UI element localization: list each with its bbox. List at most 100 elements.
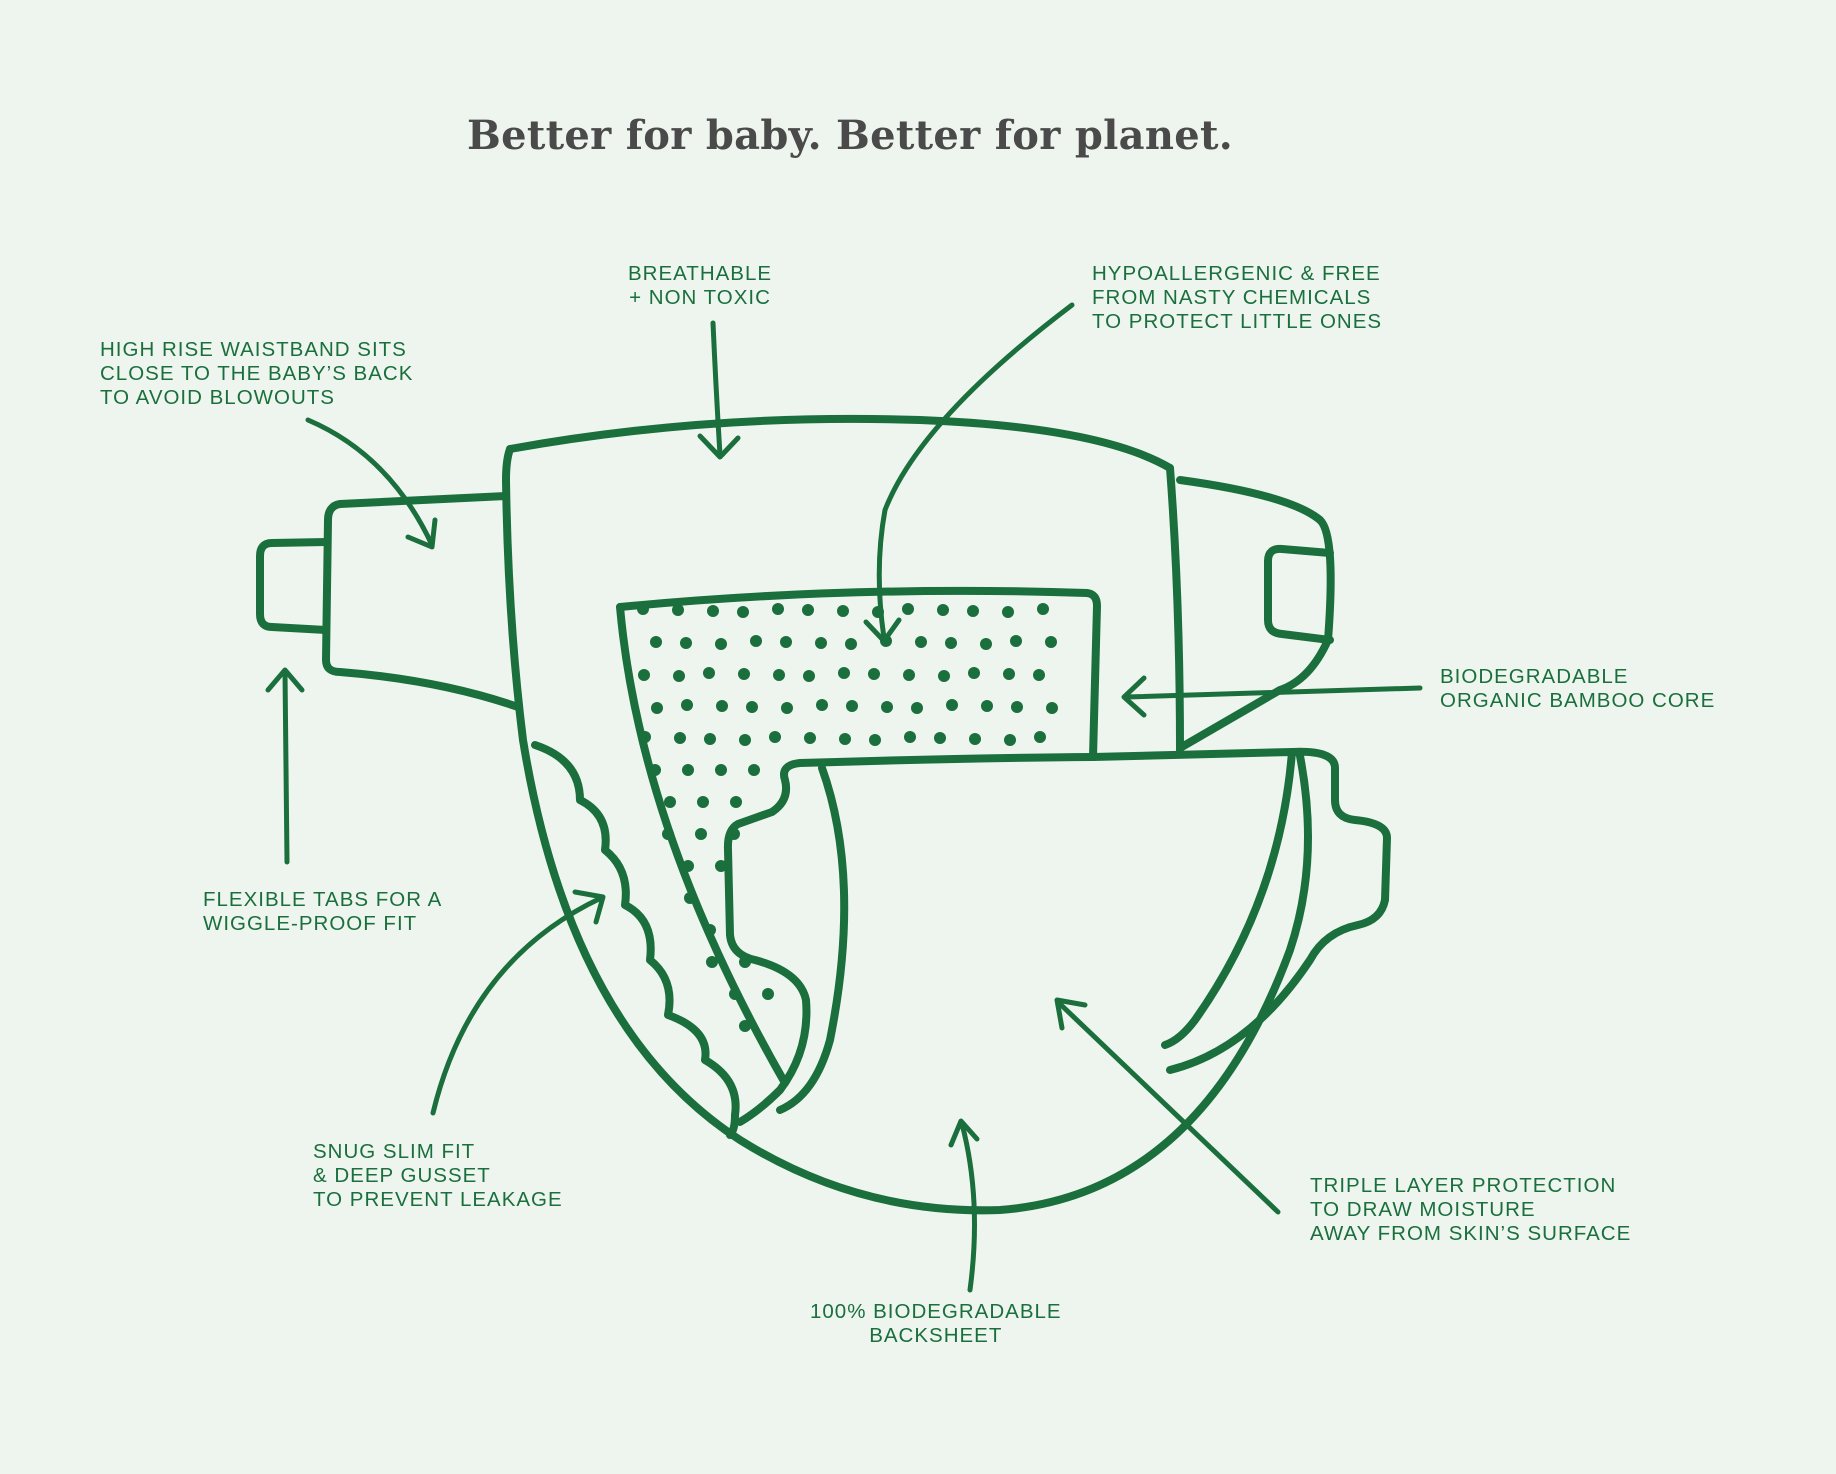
core-dot xyxy=(881,701,893,713)
label-triple-layer: TRIPLE LAYER PROTECTION TO DRAW MOISTURE… xyxy=(1310,1174,1632,1245)
core-dot xyxy=(704,924,716,936)
core-dot xyxy=(816,699,828,711)
core-dot xyxy=(1034,731,1046,743)
core-dot xyxy=(715,764,727,776)
core-dot xyxy=(946,699,958,711)
core-dot xyxy=(739,734,751,746)
core-dot xyxy=(803,670,815,682)
core-dot xyxy=(1003,668,1015,680)
core-dot xyxy=(695,828,707,840)
front-panel-outline xyxy=(723,753,1097,1126)
core-dot xyxy=(781,702,793,714)
core-dot xyxy=(738,668,750,680)
core-dot xyxy=(980,638,992,650)
label-backsheet: 100% BIODEGRADABLE BACKSHEET xyxy=(810,1300,1062,1347)
core-dot xyxy=(672,604,684,616)
core-dot xyxy=(772,603,784,615)
core-dot xyxy=(746,701,758,713)
core-dot xyxy=(715,638,727,650)
core-dot xyxy=(838,667,850,679)
arrow-bamboo-core xyxy=(1121,675,1423,718)
core-dot xyxy=(703,667,715,679)
core-dot xyxy=(739,1020,751,1032)
core-dot xyxy=(902,603,914,615)
core-dot xyxy=(945,637,957,649)
core-dot xyxy=(638,669,650,681)
core-dot xyxy=(649,764,661,776)
core-dot xyxy=(1004,734,1016,746)
label-hypoallergenic: HYPOALLERGENIC & FREE FROM NASTY CHEMICA… xyxy=(1092,262,1383,333)
core-dot xyxy=(674,732,686,744)
core-dot xyxy=(967,605,979,617)
core-dot xyxy=(750,635,762,647)
core-dot xyxy=(780,636,792,648)
core-dot xyxy=(769,731,781,743)
core-dot xyxy=(981,700,993,712)
core-dot xyxy=(716,700,728,712)
core-dot xyxy=(737,606,749,618)
waistband-outline xyxy=(506,414,1174,472)
core-dot xyxy=(969,733,981,745)
core-dot xyxy=(1046,702,1058,714)
right-tab-outline xyxy=(1264,544,1334,644)
front-top-edge xyxy=(1089,747,1391,1074)
right-side-line xyxy=(1166,464,1184,754)
core-dot xyxy=(715,860,727,872)
core-dot xyxy=(804,732,816,744)
front-inner-fold xyxy=(776,764,849,1114)
label-snug-fit: SNUG SLIM FIT & DEEP GUSSET TO PREVENT L… xyxy=(313,1140,563,1211)
core-dot xyxy=(1011,701,1023,713)
core-dot xyxy=(937,604,949,616)
left-body-outline xyxy=(502,445,1312,1215)
page-title: Better for baby. Better for planet. xyxy=(467,112,1233,159)
arrow-hypoallergenic xyxy=(863,302,1075,644)
core-dot xyxy=(684,892,696,904)
front-right-fold xyxy=(1161,748,1296,1049)
core-dot xyxy=(650,636,662,648)
core-dot xyxy=(915,636,927,648)
right-wing-outline xyxy=(1176,476,1335,752)
core-dot xyxy=(748,764,760,776)
core-dot xyxy=(682,860,694,872)
core-dot-pattern xyxy=(637,603,1058,1032)
core-dot xyxy=(739,956,751,968)
core-dot xyxy=(839,733,851,745)
core-dot xyxy=(802,604,814,616)
arrow-breathable xyxy=(697,320,741,460)
core-dot xyxy=(728,828,740,840)
label-breathable: BREATHABLE + NON TOXIC xyxy=(628,262,773,309)
core-dot xyxy=(938,670,950,682)
core-outline xyxy=(616,586,1101,761)
core-dot xyxy=(837,605,849,617)
core-dot xyxy=(1033,669,1045,681)
label-waistband: HIGH RISE WAISTBAND SITS CLOSE TO THE BA… xyxy=(100,338,414,409)
core-dot xyxy=(934,732,946,744)
arrow-triple-layer xyxy=(1054,997,1281,1215)
arrow-flexible-tabs xyxy=(265,667,305,865)
core-dot xyxy=(904,731,916,743)
core-dot xyxy=(662,828,674,840)
core-dot xyxy=(682,764,694,776)
arrow-waistband xyxy=(305,417,438,550)
core-dot xyxy=(680,637,692,649)
arrow-backsheet xyxy=(948,1118,980,1293)
core-dot xyxy=(637,603,649,615)
arrow-snug-fit xyxy=(430,889,606,1116)
core-dot xyxy=(868,668,880,680)
core-dot xyxy=(673,670,685,682)
label-bamboo-core: BIODEGRADABLE ORGANIC BAMBOO CORE xyxy=(1440,665,1716,712)
core-dot xyxy=(968,667,980,679)
core-dot xyxy=(681,699,693,711)
core-dot xyxy=(773,669,785,681)
core-dot xyxy=(730,796,742,808)
label-flexible-tabs: FLEXIBLE TABS FOR A WIGGLE-PROOF FIT xyxy=(203,888,443,935)
core-dot xyxy=(664,796,676,808)
gusset-scallops xyxy=(531,741,740,1139)
core-dot xyxy=(729,988,741,1000)
core-dot xyxy=(1002,606,1014,618)
core-dot xyxy=(869,734,881,746)
left-tab-outline xyxy=(256,538,330,634)
core-dot xyxy=(707,605,719,617)
core-dot xyxy=(762,988,774,1000)
